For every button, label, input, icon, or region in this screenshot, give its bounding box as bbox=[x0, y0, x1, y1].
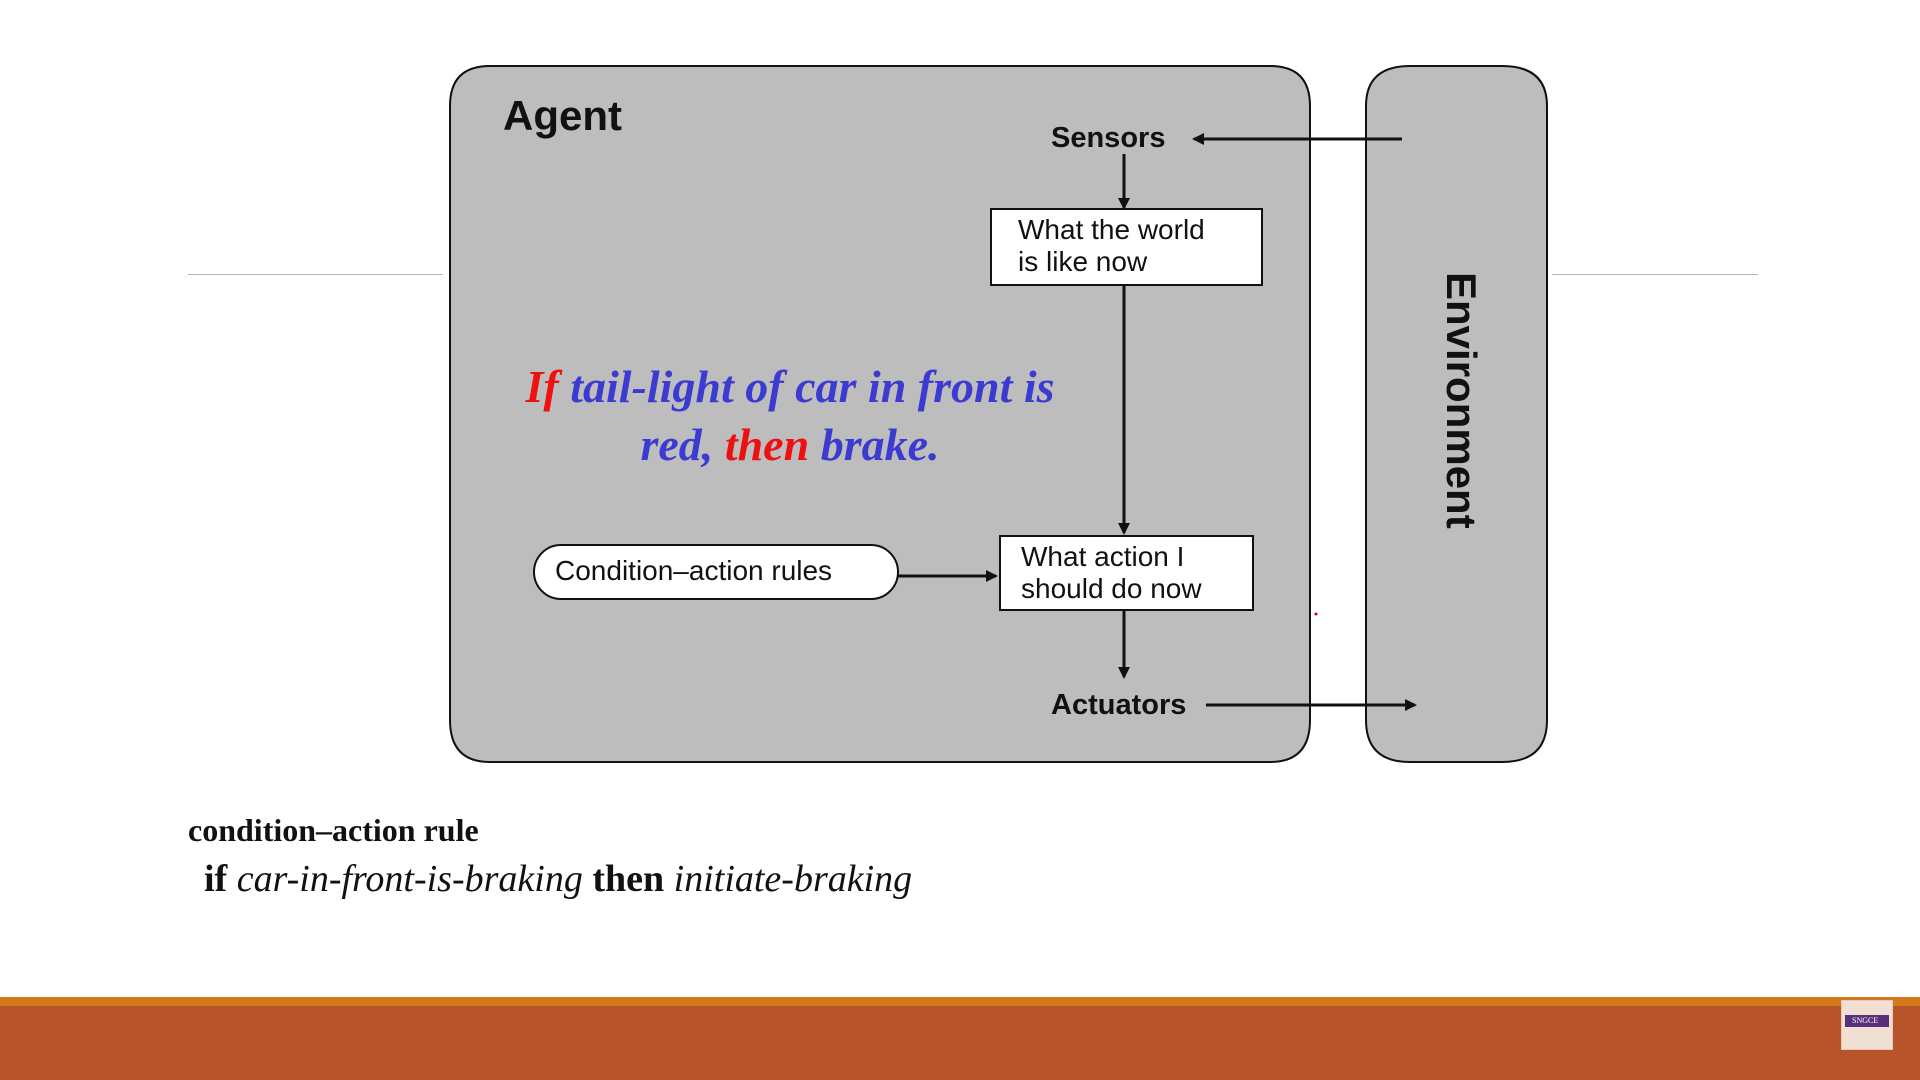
environment-panel bbox=[1365, 65, 1548, 763]
definition-action: initiate-braking bbox=[673, 858, 913, 900]
rule-condition-part1: tail-light of car in front is bbox=[558, 361, 1055, 412]
definition-if-keyword: if bbox=[204, 858, 228, 900]
action-box-line2: should do now bbox=[1021, 573, 1202, 604]
rule-then-keyword: then bbox=[724, 419, 810, 470]
logo-text: SNGCE bbox=[1852, 1016, 1879, 1025]
rule-action: brake. bbox=[809, 419, 940, 470]
rules-pill bbox=[533, 544, 899, 600]
definition-then-keyword: then bbox=[592, 858, 665, 900]
world-state-box bbox=[990, 208, 1263, 286]
logo-band bbox=[1845, 1015, 1889, 1027]
title-divider-right bbox=[1552, 274, 1758, 275]
agent-label: Agent bbox=[503, 92, 622, 139]
example-rule: If tail-light of car in front is red, th… bbox=[480, 358, 1100, 474]
environment-label: Environment bbox=[1438, 272, 1485, 529]
college-logo: SNGCE bbox=[1841, 1000, 1893, 1050]
definition-rule: if car-in-front-is-braking then initiate… bbox=[204, 857, 912, 901]
footer-bar bbox=[0, 1006, 1920, 1080]
action-box-line1: What action I bbox=[1021, 541, 1184, 572]
stray-dot bbox=[1314, 612, 1318, 616]
title-divider-left bbox=[188, 274, 443, 275]
footer-stripe bbox=[0, 997, 1920, 1006]
definition-condition: car-in-front-is-braking bbox=[236, 858, 583, 900]
rule-if-keyword: If bbox=[525, 361, 559, 412]
sensors-label: Sensors bbox=[1051, 122, 1165, 154]
rule-condition-part2: red, bbox=[640, 419, 725, 470]
rules-pill-label: Condition–action rules bbox=[555, 555, 832, 586]
definition-title: condition–action rule bbox=[188, 812, 479, 848]
actuators-label: Actuators bbox=[1051, 689, 1186, 721]
world-state-line2: is like now bbox=[1018, 246, 1148, 277]
action-box bbox=[999, 535, 1254, 611]
world-state-line1: What the world bbox=[1018, 214, 1205, 245]
